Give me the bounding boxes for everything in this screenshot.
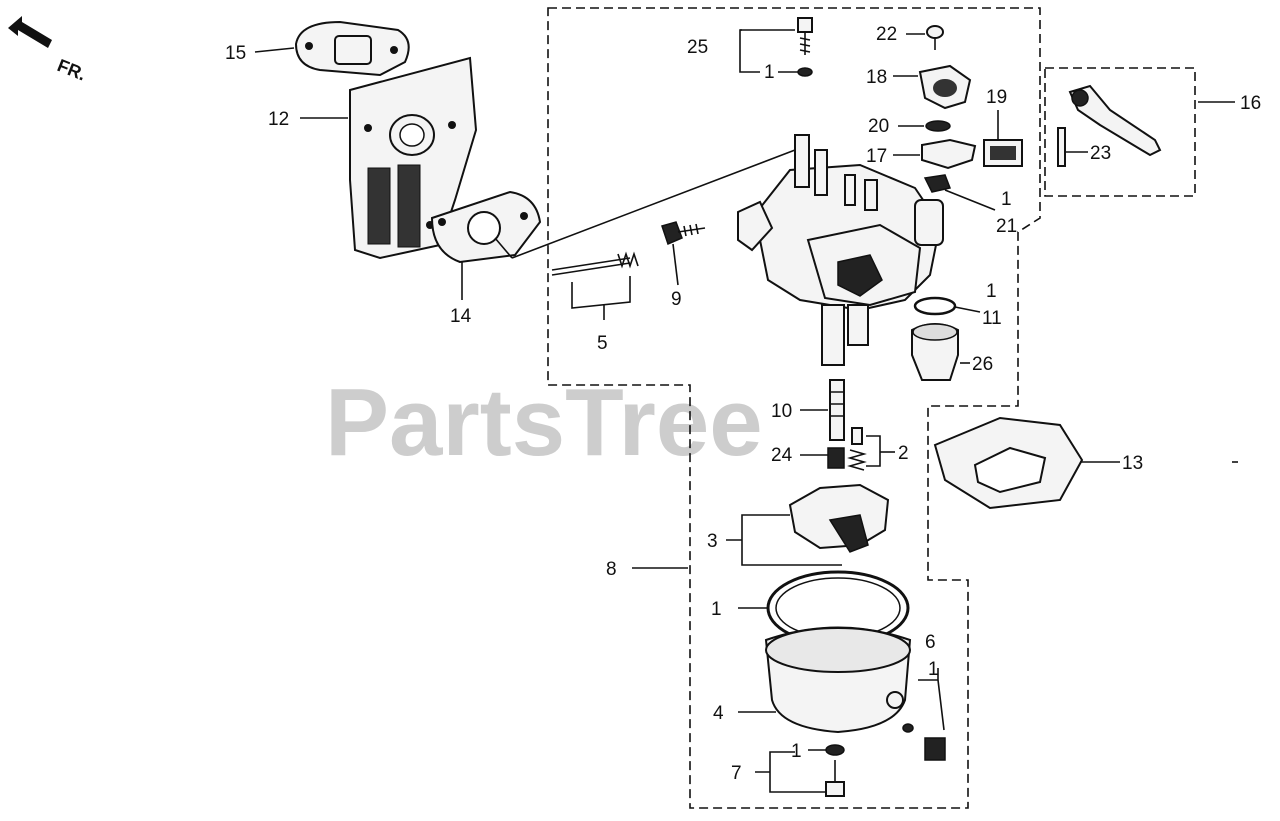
label-13: 13 xyxy=(1122,453,1143,474)
label-26: 26 xyxy=(972,354,993,375)
part-18-cover xyxy=(918,64,972,110)
part-3-float xyxy=(788,483,890,553)
part-13-gasket xyxy=(933,416,1084,510)
leader-14-carb xyxy=(511,149,796,259)
part-21-washer xyxy=(923,174,952,193)
part-2-screw-spring xyxy=(847,427,867,471)
part-6-drain-screw xyxy=(902,723,946,761)
label-15: 15 xyxy=(225,43,246,64)
label-4: 4 xyxy=(713,703,724,724)
leader-14-link xyxy=(494,237,513,259)
label-10: 10 xyxy=(771,401,792,422)
label-1-top: 1 xyxy=(764,62,775,83)
part-9-screw xyxy=(661,221,706,246)
label-9: 9 xyxy=(671,289,682,310)
label-2: 2 xyxy=(898,443,909,464)
label-7: 7 xyxy=(731,763,742,784)
part-23-pin xyxy=(1057,127,1066,167)
label-1-drain: 1 xyxy=(928,659,939,680)
label-24: 24 xyxy=(771,445,793,466)
label-25: 25 xyxy=(687,37,708,58)
part-25-screw xyxy=(797,17,813,55)
part-14-gasket xyxy=(430,190,542,264)
label-1-oring: 1 xyxy=(986,281,997,302)
part-7-bolt-washer xyxy=(825,744,845,797)
part-22-screw xyxy=(926,25,944,50)
part-10-nozzle xyxy=(829,379,845,441)
label-5: 5 xyxy=(597,333,608,354)
label-21: 21 xyxy=(996,216,1017,237)
front-direction-label: FR. xyxy=(55,55,89,84)
leader-lines xyxy=(254,29,1238,793)
lever-group-boundary xyxy=(1044,67,1196,197)
part-17-lever xyxy=(921,138,977,170)
label-11: 11 xyxy=(982,308,1002,329)
label-18: 18 xyxy=(866,67,887,88)
label-1-mid: 1 xyxy=(1001,189,1012,210)
part-11-o-ring xyxy=(913,296,957,316)
part-1-washer-top xyxy=(797,67,813,77)
front-direction-arrow-icon: FR. xyxy=(8,16,89,85)
watermark: PartsTree xyxy=(325,369,763,476)
label-16: 16 xyxy=(1240,93,1261,114)
part-15-gasket xyxy=(294,20,410,77)
assembly-boundary xyxy=(547,7,1041,809)
label-17: 17 xyxy=(866,146,887,167)
label-6: 6 xyxy=(925,632,936,653)
carburetor-body xyxy=(737,134,944,366)
label-8: 8 xyxy=(606,559,617,580)
label-3: 3 xyxy=(707,531,718,552)
part-19-block xyxy=(983,139,1023,167)
part-labels: 15 12 14 5 9 25 1 22 18 19 20 17 1 21 16… xyxy=(225,24,1261,784)
label-23: 23 xyxy=(1090,143,1111,164)
part-5-pin-spring xyxy=(551,251,639,309)
part-12-bracket-plate xyxy=(349,56,478,260)
label-1-bowl: 1 xyxy=(711,599,722,620)
label-12: 12 xyxy=(268,109,289,130)
part-20-washer xyxy=(925,120,951,132)
part-16-lever-arm xyxy=(1068,84,1162,157)
label-22: 22 xyxy=(876,24,897,45)
label-20: 20 xyxy=(868,116,889,137)
part-24-jet xyxy=(827,447,845,469)
part-4-float-chamber xyxy=(764,626,912,734)
label-1-bolt: 1 xyxy=(791,741,802,762)
label-19: 19 xyxy=(986,87,1007,108)
part-26-bowl-nut xyxy=(911,323,959,381)
label-14: 14 xyxy=(450,306,472,327)
